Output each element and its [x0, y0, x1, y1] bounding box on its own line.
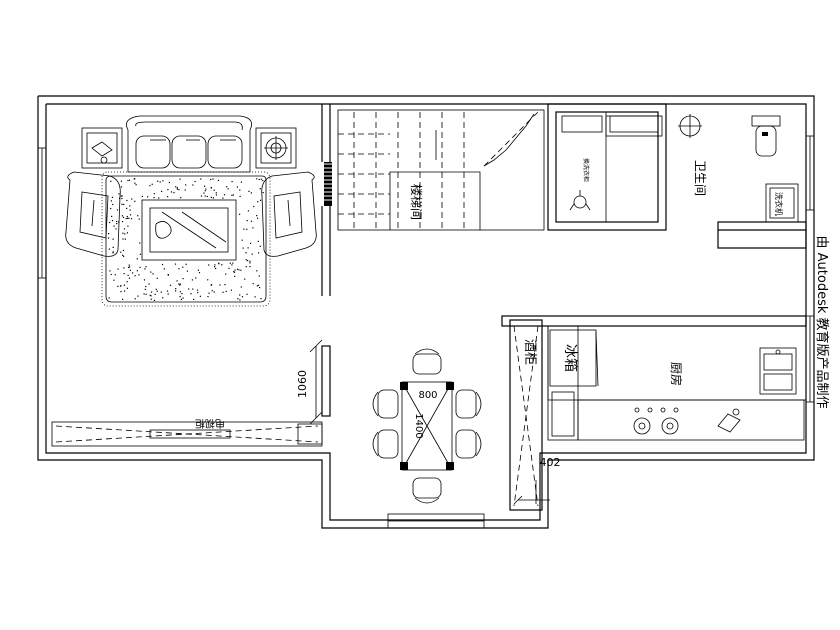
- dining-set: [372, 348, 482, 504]
- bathroom-fixtures: [561, 114, 799, 223]
- side-table-left: [81, 127, 123, 169]
- outer-walls: [37, 95, 815, 529]
- kitchen-fixtures: [549, 329, 805, 441]
- dim-402: 402: [540, 456, 561, 469]
- bath-small-label: 换洗衣柜: [582, 158, 590, 182]
- stair-label: 楼梯间: [409, 184, 424, 220]
- kitchen-label: 厨房: [669, 362, 684, 386]
- dim-800: 800: [418, 390, 437, 401]
- dining-chair: [412, 348, 442, 375]
- stairs: [322, 111, 539, 230]
- armchair-right: [261, 171, 317, 257]
- dim-1060: 1060: [296, 370, 309, 398]
- washer-label: 洗衣机: [774, 192, 784, 216]
- dim-line-402: [513, 480, 550, 505]
- dim-1400: 1400: [413, 413, 424, 438]
- fridge-label: 冰箱: [562, 344, 578, 372]
- dining-chair: [455, 389, 482, 419]
- wine-label: 酒柜: [522, 339, 537, 365]
- dim-line-1060: [309, 339, 323, 425]
- sofa-set: [126, 115, 253, 173]
- interior-walls: [321, 103, 807, 511]
- tv-cabinet: [51, 421, 323, 447]
- dining-chair: [372, 389, 399, 419]
- watermark: 由 Autodesk 教育版产品制作: [814, 236, 830, 409]
- bathroom-label: 卫生间: [693, 160, 707, 196]
- rug: [101, 171, 271, 307]
- dining-chair: [372, 429, 399, 459]
- side-table-right: [255, 127, 297, 169]
- armchair-left: [65, 171, 121, 257]
- tv-label: 电视柜: [195, 417, 225, 430]
- coffee-table: [141, 199, 237, 261]
- dining-chair: [412, 477, 442, 504]
- dining-chair: [455, 429, 482, 459]
